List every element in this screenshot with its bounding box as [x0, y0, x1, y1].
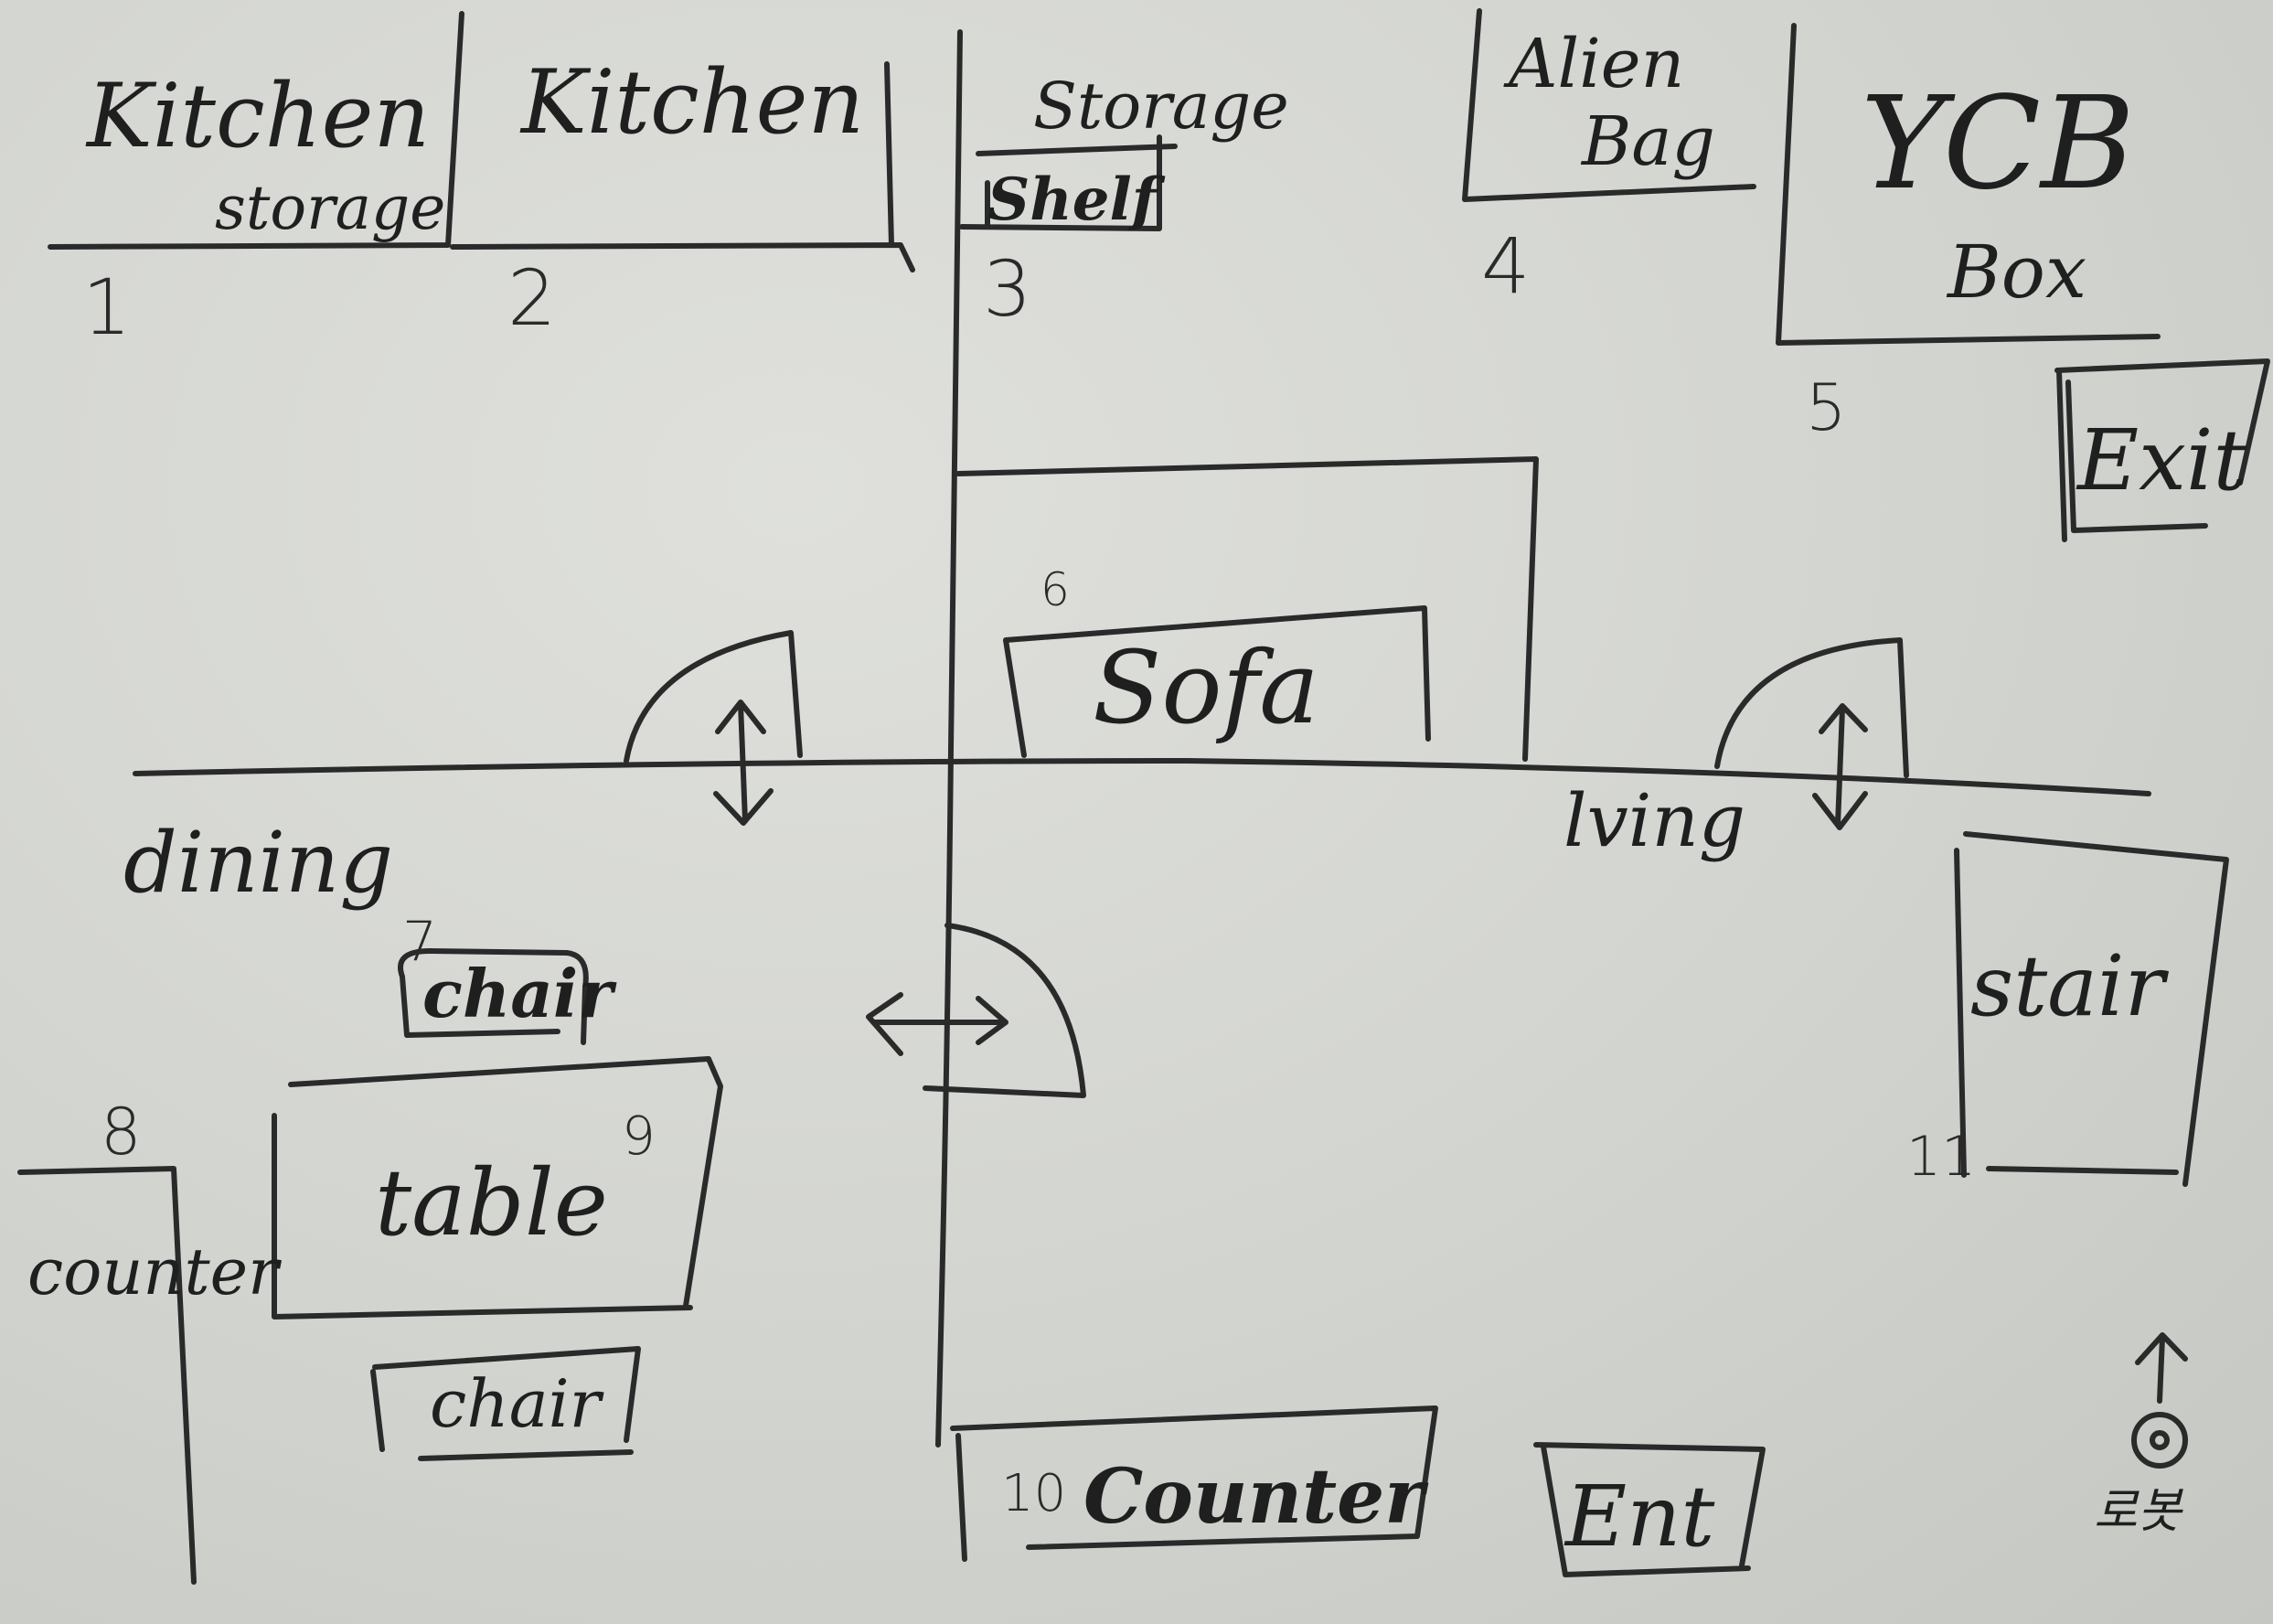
alien-bag-subtitle: Bag — [1580, 102, 1715, 181]
left-counter-outline — [17, 1166, 197, 1585]
storage-shelf-title: Storage — [1033, 69, 1289, 144]
kitchen-storage-outline — [48, 11, 464, 250]
kitchen-storage-title: Kitchen — [85, 65, 430, 167]
location-number-2: 2 — [507, 253, 556, 343]
storage-shelf-subtitle: Shelf — [987, 166, 1166, 234]
dining-door-arrow — [713, 700, 774, 826]
robot-position-dot — [2150, 1430, 2170, 1450]
ycb-box-subtitle: Box — [1946, 230, 2086, 315]
location-number-5: 5 — [1806, 370, 1847, 445]
location-number-8: 8 — [101, 1095, 142, 1170]
location-number-9: 9 — [622, 1105, 656, 1167]
location-number-1: 1 — [82, 262, 131, 352]
kitchen-title: Kitchen — [519, 51, 864, 154]
sofa-outline — [1003, 605, 1431, 758]
location-number-3: 3 — [983, 244, 1031, 334]
ycb-box-outline — [1776, 23, 2161, 346]
exit-label: Exit — [2076, 411, 2247, 509]
robot-label: 로봇 — [2094, 1484, 2183, 1539]
stair-outline — [1954, 831, 2229, 1187]
central-door-arrow — [866, 992, 1008, 1056]
stair-label: stair — [1970, 937, 2169, 1035]
bottom-counter-label: Counter — [1083, 1453, 1429, 1541]
ycb-box-title: YCB — [1861, 69, 2135, 219]
kitchen-outline — [450, 61, 915, 272]
left-counter-label: counter — [27, 1234, 282, 1309]
chair-top-outline — [398, 948, 589, 1045]
table-outline — [272, 1056, 723, 1320]
exit-box-outline — [2054, 358, 2270, 542]
dining-door-swing — [624, 630, 803, 764]
living-door-swing — [1714, 637, 1909, 778]
storage-shelf-outline — [959, 134, 1178, 231]
table-label: table — [375, 1149, 608, 1256]
entrance-outline — [1533, 1442, 1766, 1577]
dining-room-label: dining — [123, 814, 393, 912]
chair-top-label: chair — [422, 955, 617, 1032]
chair-bottom-outline — [370, 1346, 641, 1461]
kitchen-storage-subtitle: storage — [215, 173, 445, 243]
alien-bag-title: Alien — [1503, 25, 1684, 103]
sofa-area-outline — [955, 456, 1539, 762]
robot-position-icon — [2131, 1412, 2188, 1469]
location-number-7: 7 — [402, 910, 437, 974]
alien-bag-outline — [1462, 8, 1756, 202]
location-number-10: 10 — [1001, 1464, 1066, 1523]
bottom-counter-outline — [950, 1405, 1438, 1562]
location-number-6: 6 — [1040, 563, 1070, 616]
chair-bottom-label: chair — [430, 1365, 604, 1442]
living-door-arrow — [1812, 703, 1868, 830]
horizontal-divider-wall — [133, 758, 2151, 796]
central-vertical-wall — [935, 29, 963, 1448]
entrance-label: Ent — [1563, 1468, 1715, 1565]
location-number-11: 11 — [1906, 1125, 1976, 1189]
living-room-label: lving — [1563, 778, 1745, 863]
location-number-4: 4 — [1481, 221, 1530, 311]
robot-heading-arrow-icon — [2135, 1332, 2188, 1404]
sofa-label: Sofa — [1093, 629, 1319, 746]
central-door-swing — [923, 923, 1086, 1098]
